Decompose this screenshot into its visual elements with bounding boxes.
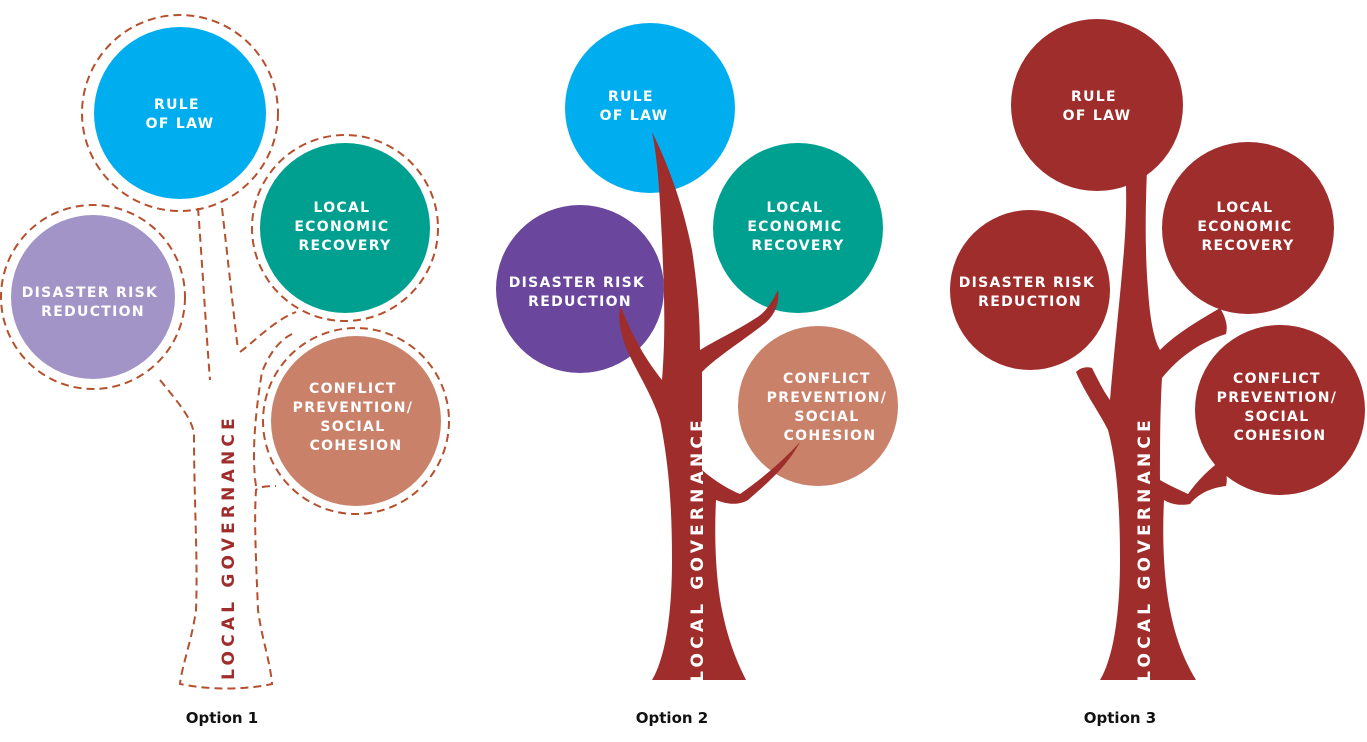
option3-conflict-prevention-label: CONFLICT PREVENTION/ SOCIAL COHESION — [1217, 371, 1344, 444]
option2-rule-of-law-label: RULE OF LAW — [600, 89, 669, 124]
option1-local-economic-recovery-circle — [260, 143, 430, 313]
option3-rule-of-law-label: RULE OF LAW — [1063, 89, 1132, 124]
option3-disaster-risk-reduction-circle — [950, 210, 1110, 370]
option1-disaster-risk-reduction-label: DISASTER RISK REDUCTION — [22, 285, 165, 320]
option1-disaster-risk-reduction-outline — [0, 204, 186, 390]
option-2-caption: Option 2 — [635, 709, 709, 727]
option1-local-governance-label: LOCAL GOVERNANCE — [219, 414, 239, 680]
option2-conflict-prevention-circle — [738, 326, 898, 486]
option3-local-economic-recovery-circle — [1162, 142, 1334, 314]
option1-local-economic-recovery-outline — [251, 134, 439, 322]
option1-rule-of-law-label: RULE OF LAW — [146, 97, 215, 132]
option3-disaster-risk-reduction-label: DISASTER RISK REDUCTION — [959, 275, 1102, 310]
option3-local-economic-recovery-label: LOCAL ECONOMIC RECOVERY — [1197, 200, 1298, 254]
option3-local-governance-label: LOCAL GOVERNANCE — [1135, 416, 1155, 682]
option1-conflict-prevention-label: CONFLICT PREVENTION/ SOCIAL COHESION — [293, 381, 420, 454]
option2-disaster-risk-reduction-label: DISASTER RISK REDUCTION — [509, 275, 652, 310]
option-1-caption: Option 1 — [185, 709, 259, 727]
option1-rule-of-law-outline — [81, 14, 279, 212]
option3-conflict-prevention-circle — [1195, 325, 1365, 495]
option2-conflict-prevention-label: CONFLICT PREVENTION/ SOCIAL COHESION — [767, 371, 894, 444]
option-2-diagram: RULE OF LAW LOCAL ECONOMIC RECOVERY DISA… — [496, 23, 898, 682]
option1-rule-of-law-circle — [94, 27, 266, 199]
option3-rule-of-law-circle — [1011, 19, 1183, 191]
option1-disaster-risk-reduction-circle — [11, 215, 175, 379]
option2-local-economic-recovery-label: LOCAL ECONOMIC RECOVERY — [747, 200, 848, 254]
option1-conflict-prevention-circle — [271, 336, 441, 506]
option2-local-governance-label: LOCAL GOVERNANCE — [688, 416, 708, 682]
option1-conflict-prevention-outline — [262, 327, 450, 515]
option-3-diagram: RULE OF LAW LOCAL ECONOMIC RECOVERY DISA… — [950, 19, 1365, 682]
option-3-caption: Option 3 — [1083, 709, 1157, 727]
option1-trunk-outline — [159, 207, 297, 690]
option2-rule-of-law-circle — [565, 23, 735, 193]
option2-local-economic-recovery-circle — [713, 143, 883, 313]
option-1-diagram: RULE OF LAW LOCAL ECONOMIC RECOVERY DISA… — [0, 14, 450, 690]
option1-local-economic-recovery-label: LOCAL ECONOMIC RECOVERY — [294, 200, 395, 254]
